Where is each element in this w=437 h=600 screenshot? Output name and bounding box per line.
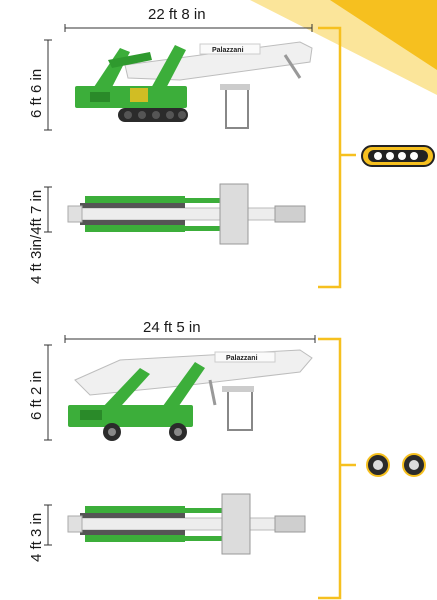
top-yellow-bracket <box>318 26 342 289</box>
top-height-dimension <box>44 39 52 131</box>
top-length-label: 22 ft 8 in <box>148 6 206 23</box>
wheeled-machine-top-view <box>67 493 306 555</box>
bottom-yellow-bracket <box>318 337 342 600</box>
wheeled-machine-side-view: Palazzani <box>68 349 313 441</box>
bottom-height-dimension <box>44 344 52 441</box>
bottom-width-dimension <box>44 504 52 546</box>
top-brand-logo: Palazzani <box>212 47 244 54</box>
bottom-length-dimension <box>64 335 316 343</box>
bottom-length-label: 24 ft 5 in <box>143 319 201 336</box>
wheels-icon <box>366 453 426 477</box>
tracked-machine-side-view: Palazzani <box>75 41 313 129</box>
track-icon <box>361 145 435 167</box>
tracked-machine-top-view <box>67 183 306 245</box>
top-length-dimension <box>64 24 313 32</box>
top-width-dimension <box>44 186 52 233</box>
bottom-brand-logo: Palazzani <box>226 355 258 362</box>
